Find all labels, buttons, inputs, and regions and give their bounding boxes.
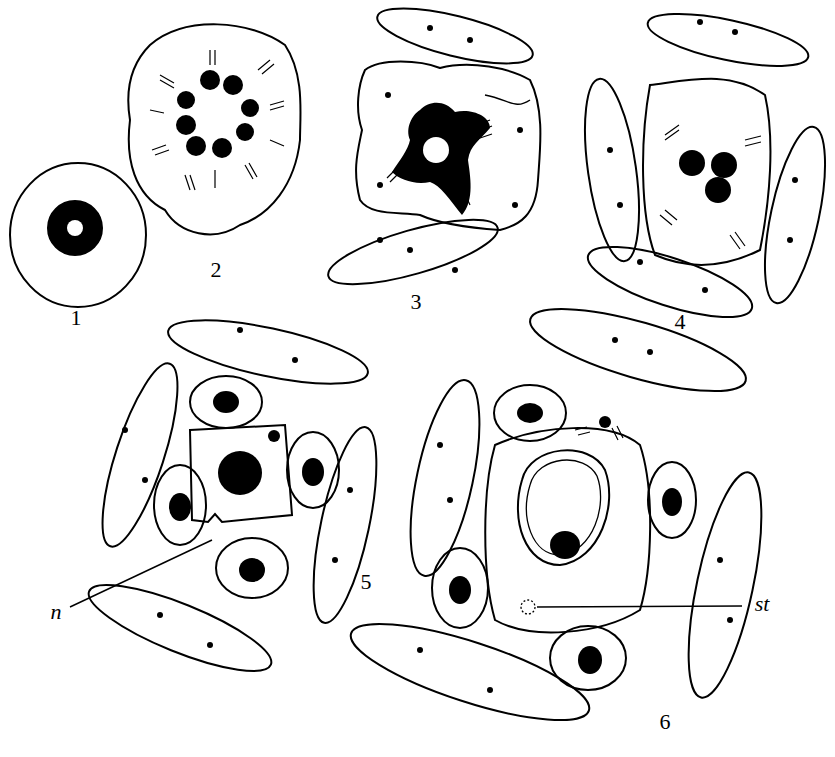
leader-line: [537, 606, 742, 607]
figure-number: 1: [71, 307, 82, 329]
callout-label: n: [51, 601, 62, 623]
figure-number: 4: [675, 311, 686, 333]
cell-figure-1: [10, 163, 146, 307]
cell-figure-5: [70, 307, 389, 687]
leader-line: [70, 540, 212, 607]
figure-number: 6: [660, 711, 671, 733]
figure-number: 2: [211, 259, 222, 281]
figure-number: 5: [361, 571, 372, 593]
figure-number: 3: [411, 291, 422, 313]
cell-figure-2: [128, 24, 300, 234]
cell-figure-6: [342, 292, 776, 739]
cell-figure-4: [575, 3, 835, 331]
cell-figure-3: [322, 0, 540, 297]
callout-label: st: [755, 593, 770, 615]
